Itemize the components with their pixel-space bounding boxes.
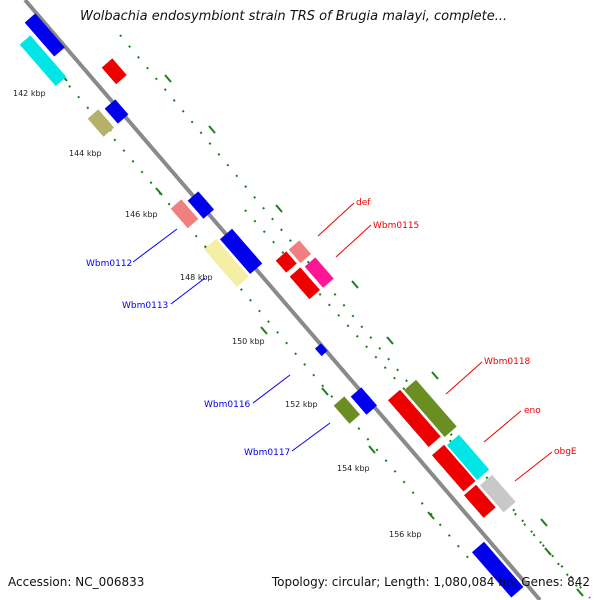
tick-label-142: 142 kbp: [13, 89, 46, 98]
gene-blue-148[interactable]: [219, 228, 263, 274]
tick-label-144: 144 kbp: [69, 149, 102, 158]
leader-eno: [483, 410, 522, 443]
gene-red-149b[interactable]: [289, 267, 320, 300]
gene-red-154b[interactable]: [463, 484, 496, 518]
ruler-ring-inner: [59, 74, 471, 561]
leader-obgE: [514, 451, 553, 482]
gene-blue-146[interactable]: [187, 191, 215, 219]
leader-wbm0113: [170, 277, 206, 305]
tick-label-146: 146 kbp: [125, 210, 158, 219]
gene-label-wbm0115[interactable]: Wbm0115: [373, 221, 419, 231]
tick-label-152: 152 kbp: [285, 400, 318, 409]
leader-wbm0116: [252, 374, 291, 404]
leader-wbm0117: [291, 422, 331, 452]
gene-blue-144[interactable]: [104, 99, 129, 124]
gene-label-wbm0116[interactable]: Wbm0116: [204, 400, 251, 410]
leader-wbm0112: [132, 228, 178, 263]
gene-features-inner: [19, 13, 524, 598]
gene-label-wbm0113[interactable]: Wbm0113: [122, 301, 168, 311]
gene-label-wbm0112[interactable]: Wbm0112: [86, 259, 132, 269]
gene-blue-150[interactable]: [314, 343, 328, 357]
gene-label-eno[interactable]: eno: [524, 406, 541, 416]
gene-blue-152[interactable]: [350, 387, 378, 415]
gene-label-wbm0117[interactable]: Wbm0117: [244, 448, 290, 458]
tick-label-148: 148 kbp: [180, 273, 213, 282]
gene-pink-149[interactable]: [288, 240, 312, 264]
tick-label-150: 150 kbp: [232, 337, 265, 346]
gene-features-outer: [101, 58, 516, 518]
gene-blue-156[interactable]: [471, 541, 524, 598]
gene-pink-146[interactable]: [170, 199, 199, 229]
leader-wbm0115: [335, 224, 372, 258]
gene-cyan-142[interactable]: [19, 35, 67, 87]
gene-red-154a[interactable]: [431, 444, 476, 492]
genome-summary-text: Topology: circular; Length: 1,080,084 bp…: [271, 575, 590, 589]
gene-olive-152[interactable]: [333, 396, 361, 424]
gene-cyan-154[interactable]: [446, 434, 490, 480]
gene-label-obgE[interactable]: obgE: [554, 447, 577, 457]
gene-blue-142[interactable]: [24, 13, 65, 57]
ruler-ring-mid: [119, 34, 581, 591]
gene-label-wbm0118[interactable]: Wbm0118: [484, 357, 531, 367]
gene-grey-155[interactable]: [479, 474, 516, 513]
leader-def: [317, 202, 355, 237]
gene-red-143[interactable]: [101, 58, 127, 85]
gene-magenta-149[interactable]: [304, 257, 334, 288]
accession-text: Accession: NC_006833: [8, 575, 145, 589]
gene-label-def[interactable]: def: [356, 198, 371, 208]
gene-paleyellow-148[interactable]: [203, 238, 249, 287]
genome-backbone: [23, 0, 542, 600]
gene-red-153[interactable]: [387, 389, 441, 448]
map-title: Wolbachia endosymbiont strain TRS of Bru…: [80, 9, 508, 24]
tick-label-156: 156 kbp: [389, 530, 422, 539]
tick-marks: [60, 73, 584, 597]
gene-olive-153[interactable]: [403, 379, 457, 438]
tick-label-154: 154 kbp: [337, 464, 370, 473]
leader-wbm0118: [445, 361, 483, 395]
gene-khaki-144[interactable]: [87, 109, 115, 137]
gene-red-149a[interactable]: [275, 251, 297, 273]
